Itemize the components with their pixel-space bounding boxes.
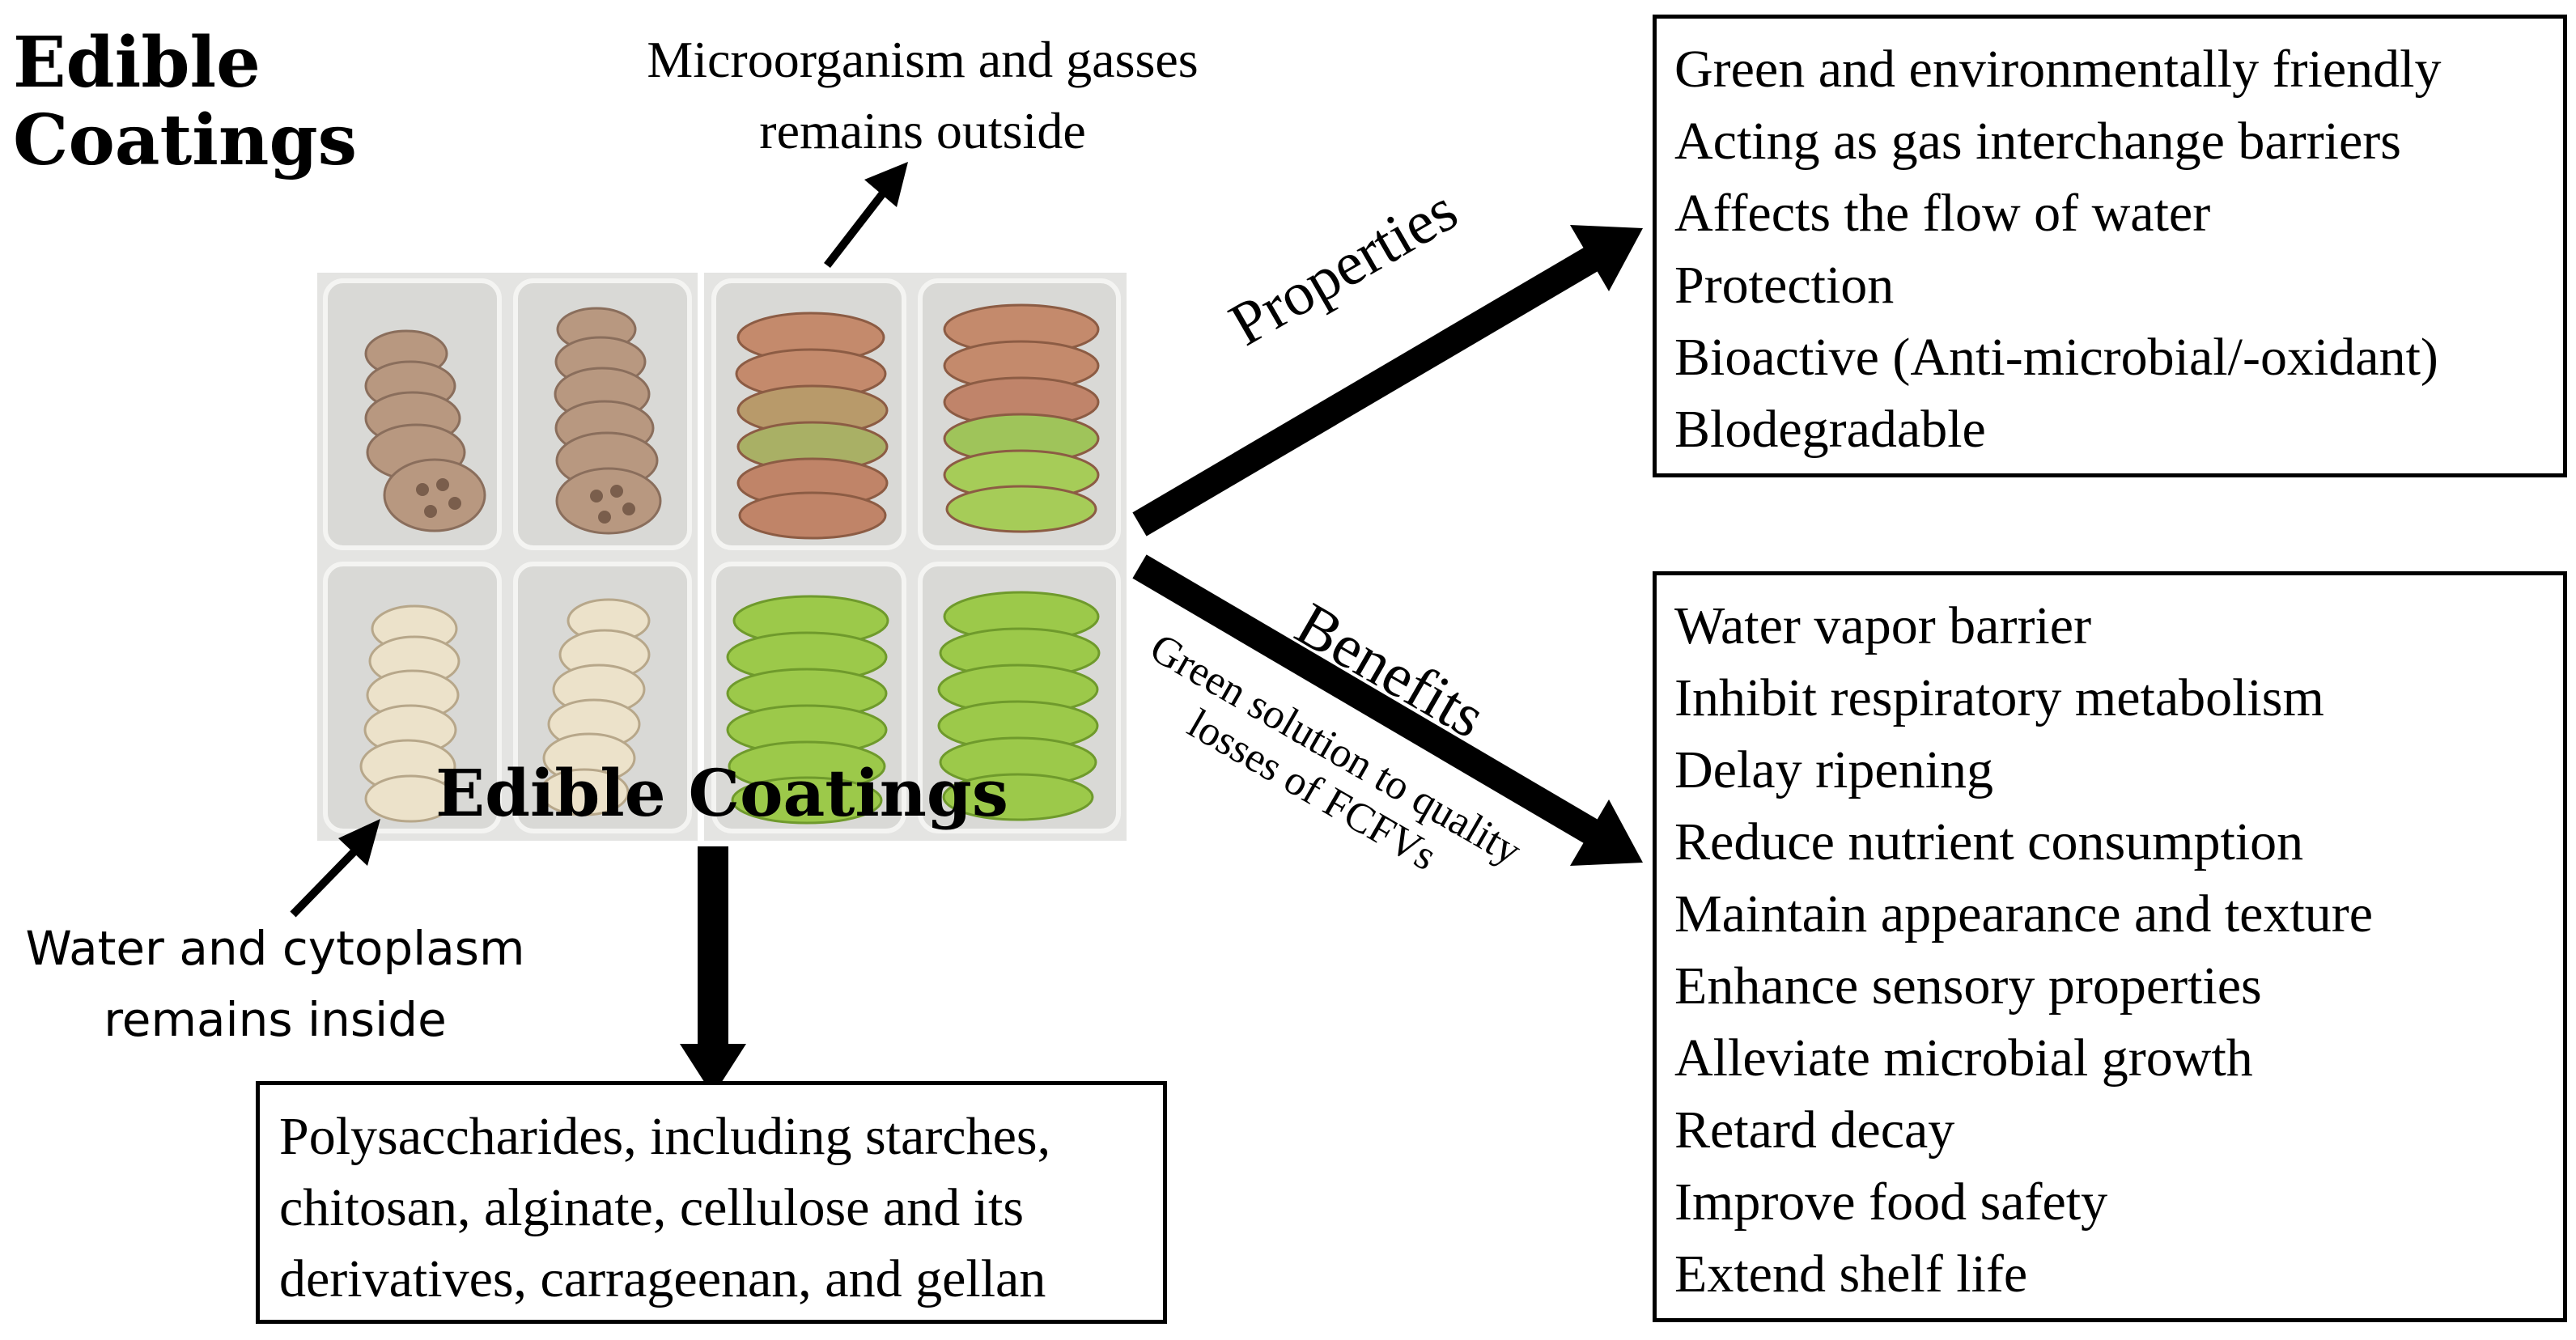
down-arrow (680, 846, 746, 1096)
property-item: Protection (1674, 256, 1895, 315)
property-item: Acting as gas interchange barriers (1674, 112, 2401, 171)
benefit-item: Improve food safety (1674, 1172, 2108, 1232)
produce-illustration (317, 273, 1127, 841)
benefit-item: Enhance sensory properties (1674, 956, 2262, 1016)
benefits-arrow (1132, 554, 1643, 866)
inside-caption-line2: remains inside (104, 992, 447, 1047)
property-item: Bioactive (Anti-microbial/-oxidant) (1674, 328, 2438, 387)
benefit-item: Retard decay (1674, 1100, 1955, 1160)
outside-caption-line1: Microorganism and gasses (647, 31, 1199, 88)
main-title-line2: Coatings (13, 100, 358, 181)
photo-inward-arrow (290, 819, 380, 918)
cucumber-slices-bottom (726, 591, 1101, 825)
benefit-item: Maintain appearance and texture (1674, 884, 2374, 944)
lotus-holes (416, 478, 635, 524)
material-line: Polysaccharides, including starches, (279, 1107, 1051, 1166)
up-arrow (824, 162, 908, 269)
main-title-line1: Edible (13, 22, 261, 104)
material-line: derivatives, carrageenan, and gellan (279, 1249, 1046, 1308)
benefits-box: Water vapor barrier Inhibit respiratory … (1653, 571, 2567, 1322)
outside-caption: Microorganism and gasses remains outside (567, 24, 1279, 167)
benefit-item: Alleviate microbial growth (1674, 1028, 2253, 1088)
cucumber-slices-top (735, 303, 1100, 540)
inside-caption: Water and cytoplasm remains inside (16, 913, 534, 1055)
benefit-item: Reduce nutrient consumption (1674, 812, 2304, 871)
benefit-item: Extend shelf life (1674, 1245, 2028, 1304)
lotus-slices-top (364, 307, 662, 535)
lotus-slices-bottom (359, 598, 651, 823)
outside-caption-line2: remains outside (759, 102, 1086, 159)
benefit-item: Inhibit respiratory metabolism (1674, 668, 2324, 727)
benefit-item: Delay ripening (1674, 740, 1994, 799)
coated-produce-photo (317, 273, 1127, 841)
property-item: Blodegradable (1674, 400, 1986, 459)
property-item: Affects the flow of water (1674, 184, 2211, 243)
materials-box: Polysaccharides, including starches, chi… (256, 1081, 1167, 1324)
benefit-item: Water vapor barrier (1674, 596, 2092, 655)
main-title: Edible Coatings (13, 24, 357, 180)
inside-caption-line1: Water and cytoplasm (25, 921, 525, 976)
property-item: Green and environmentally friendly (1674, 40, 2442, 99)
material-line: chitosan, alginate, cellulose and its (279, 1178, 1025, 1237)
properties-box: Green and environmentally friendly Actin… (1653, 15, 2567, 477)
photo-divider (698, 273, 704, 841)
photo-label: Edible Coatings (435, 755, 1008, 831)
properties-arrow (1132, 225, 1643, 536)
